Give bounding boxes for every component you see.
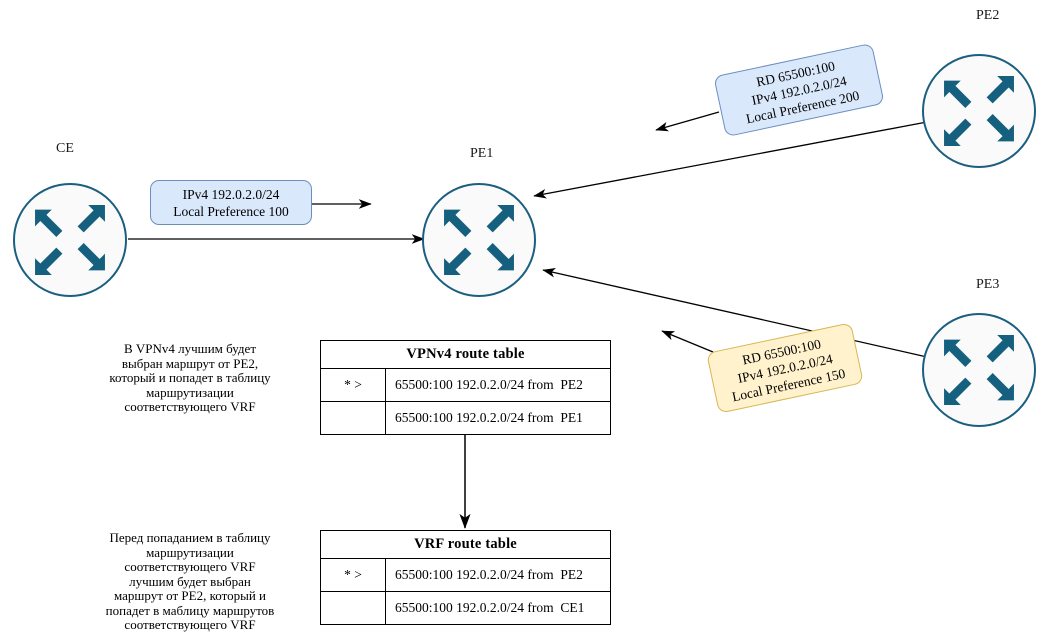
router-arrows-icon bbox=[944, 76, 1014, 146]
router-pe1[interactable] bbox=[422, 183, 536, 297]
router-circle bbox=[922, 54, 1036, 168]
vrf-table-title: VRF route table bbox=[320, 530, 611, 559]
route-flag: * > bbox=[320, 368, 386, 402]
vpnv4-route-table: VPNv4 route table * > 65500:100 192.0.2.… bbox=[320, 340, 611, 435]
route-entry: 65500:100 192.0.2.0/24 from PE1 bbox=[385, 401, 611, 435]
router-circle bbox=[422, 183, 536, 297]
router-arrows-icon bbox=[944, 335, 1014, 405]
router-arrows-icon bbox=[35, 205, 105, 275]
node-label-pe3: PE3 bbox=[976, 277, 1000, 292]
table-row[interactable]: 65500:100 192.0.2.0/24 from PE1 bbox=[320, 401, 611, 435]
table-row[interactable]: * > 65500:100 192.0.2.0/24 from PE2 bbox=[320, 558, 611, 592]
vpnv4-table-title: VPNv4 route table bbox=[320, 340, 611, 369]
router-circle bbox=[13, 183, 127, 297]
router-pe2[interactable] bbox=[922, 54, 1036, 168]
route-flag bbox=[320, 401, 386, 435]
table-header-row: VRF route table bbox=[320, 530, 611, 559]
pointer-pe3-update bbox=[661, 330, 714, 353]
note-vpnv4: В VPNv4 лучшим будет выбран маршрут от P… bbox=[109, 341, 271, 414]
route-entry: 65500:100 192.0.2.0/24 from CE1 bbox=[385, 591, 611, 625]
callout-pe3-update-text: RD 65500:100 IPv4 192.0.2.0/24 Local Pre… bbox=[730, 335, 847, 404]
route-entry: 65500:100 192.0.2.0/24 from PE2 bbox=[385, 558, 611, 592]
pointer-pe2-update bbox=[655, 111, 720, 132]
table-row[interactable]: 65500:100 192.0.2.0/24 from CE1 bbox=[320, 591, 611, 625]
callout-pe2-update-text: RD 65500:100 IPv4 192.0.2.0/24 Local Pre… bbox=[744, 57, 861, 126]
route-flag bbox=[320, 591, 386, 625]
router-arrows-icon bbox=[444, 205, 514, 275]
vrf-route-table: VRF route table * > 65500:100 192.0.2.0/… bbox=[320, 530, 611, 625]
callout-ce-update[interactable]: IPv4 192.0.2.0/24 Local Preference 100 bbox=[150, 180, 312, 225]
route-entry: 65500:100 192.0.2.0/24 from PE2 bbox=[385, 368, 611, 402]
callout-pe2-update[interactable]: RD 65500:100 IPv4 192.0.2.0/24 Local Pre… bbox=[713, 42, 885, 138]
note-vrf: Перед попаданием в таблицу маршрутизации… bbox=[105, 530, 275, 632]
router-ce[interactable] bbox=[13, 183, 127, 297]
table-header-row: VPNv4 route table bbox=[320, 340, 611, 369]
callout-ce-update-text: IPv4 192.0.2.0/24 Local Preference 100 bbox=[173, 186, 289, 219]
router-circle bbox=[922, 313, 1036, 427]
route-flag: * > bbox=[320, 558, 386, 592]
node-label-ce: CE bbox=[56, 141, 74, 156]
table-row[interactable]: * > 65500:100 192.0.2.0/24 from PE2 bbox=[320, 368, 611, 402]
node-label-pe2: PE2 bbox=[976, 8, 1000, 23]
callout-pe3-update[interactable]: RD 65500:100 IPv4 192.0.2.0/24 Local Pre… bbox=[706, 322, 864, 414]
node-label-pe1: PE1 bbox=[470, 146, 494, 161]
router-pe3[interactable] bbox=[922, 313, 1036, 427]
